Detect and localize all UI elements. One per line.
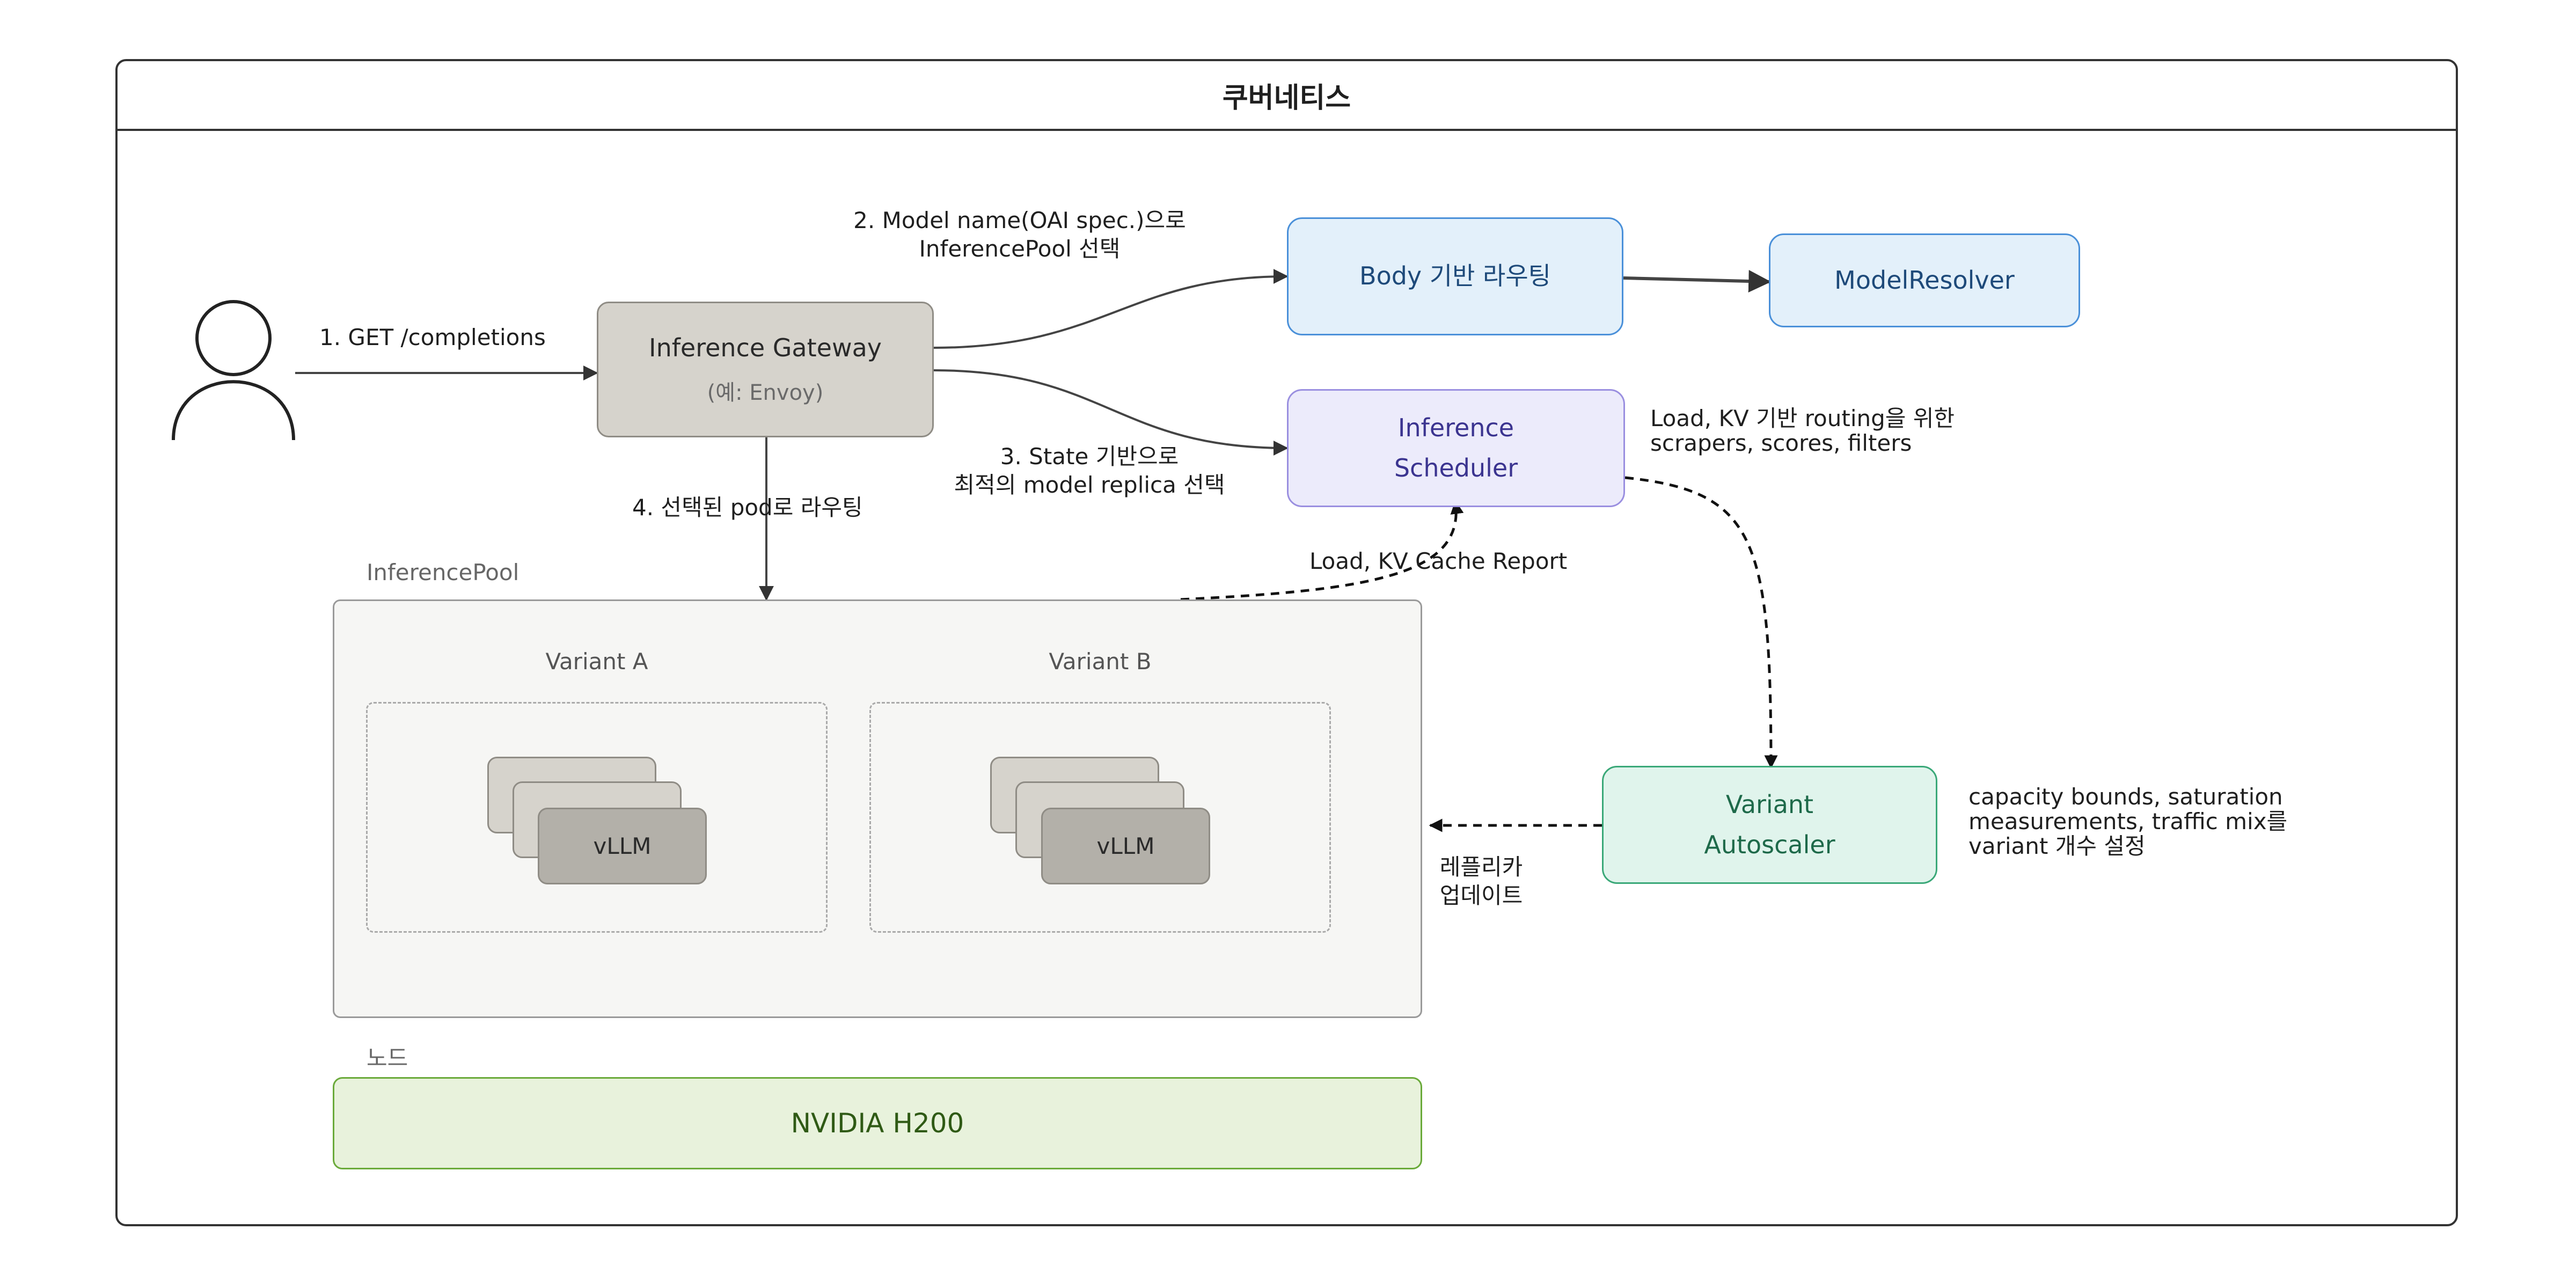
edge-label-2-line1: 2. Model name(OAI spec.)으로 [853, 207, 1186, 233]
autoscaler-note-line3: variant 개수 설정 [1968, 833, 2146, 860]
cluster-header: 쿠버네티스 [118, 61, 2456, 131]
inference-gateway-node: Inference Gateway (예: Envoy) [597, 302, 934, 437]
autoscaler-note-line1: capacity bounds, saturation [1968, 784, 2283, 810]
edge-label-3-line2: 최적의 model replica 선택 [954, 471, 1225, 498]
node-label: 노드 [367, 1045, 408, 1071]
variant-b-pod: vLLM [1041, 808, 1210, 884]
variant-b-label: Variant B [1049, 648, 1152, 675]
cluster-title: 쿠버네티스 [1222, 82, 1351, 114]
scheduler-note-line1: Load, KV 기반 routing을 위한 [1650, 405, 1955, 431]
model-resolver-node: ModelResolver [1769, 233, 2080, 327]
edge-gateway-body [933, 269, 1289, 349]
variant-b-pod-label: vLLM [1096, 833, 1155, 859]
autoscaler-note: capacity bounds, saturation measurements… [1968, 784, 2288, 860]
edge-label-4: 4. 선택된 pod로 라우팅 [632, 494, 863, 521]
autoscaler-line2: Autoscaler [1704, 830, 1835, 859]
variant-a-label: Variant A [545, 648, 648, 675]
edge-label-3-line1: 3. State 기반으로 [1000, 443, 1179, 470]
inference-scheduler-node: Inference Scheduler [1287, 389, 1625, 507]
gateway-subtitle: (예: Envoy) [707, 380, 824, 406]
edge-label-1: 1. GET /completions [319, 324, 546, 350]
edge-body-resolver [1623, 270, 1772, 293]
model-resolver-label: ModelResolver [1834, 265, 2015, 295]
scheduler-line2: Scheduler [1394, 453, 1518, 482]
body-routing-label: Body 기반 라우팅 [1359, 261, 1551, 291]
variant-b-box [869, 702, 1331, 933]
replica-update-line1: 레플리카 [1439, 854, 1523, 880]
variant-a-pod: vLLM [538, 808, 707, 884]
scheduler-note: Load, KV 기반 routing을 위한 scrapers, scores… [1650, 406, 1955, 456]
user-icon [172, 300, 295, 441]
replica-update-line2: 업데이트 [1439, 882, 1523, 909]
edge-label-2: 2. Model name(OAI spec.)으로 InferencePool… [826, 207, 1213, 263]
variant-a-pod-label: vLLM [593, 833, 652, 859]
edge-label-2-line2: InferencePool 선택 [919, 235, 1121, 262]
cluster-frame: 쿠버네티스 [115, 59, 2458, 1226]
edge-label-3: 3. State 기반으로 최적의 model replica 선택 [923, 443, 1256, 499]
gateway-title: Inference Gateway [649, 333, 882, 362]
scheduler-note-line2: scrapers, scores, filters [1650, 430, 1912, 457]
autoscaler-note-line2: measurements, traffic mix를 [1968, 808, 2288, 835]
variant-a-box [366, 702, 828, 933]
edge-gateway-scheduler [933, 369, 1289, 456]
edge-scheduler-autoscaler [1624, 476, 1778, 769]
edge-pool-scheduler [1180, 500, 1464, 601]
autoscaler-line1: Variant [1725, 789, 1814, 819]
body-routing-node: Body 기반 라우팅 [1287, 217, 1623, 335]
gpu-node: NVIDIA H200 [333, 1077, 1422, 1169]
gpu-label: NVIDIA H200 [791, 1108, 964, 1139]
scheduler-line1: Inference [1397, 413, 1514, 442]
pool-label: InferencePool [367, 559, 519, 586]
variant-autoscaler-node: Variant Autoscaler [1602, 766, 1937, 884]
kv-report-label: Load, KV Cache Report [1309, 548, 1568, 574]
replica-update-label: 레플리카 업데이트 [1428, 853, 1535, 910]
